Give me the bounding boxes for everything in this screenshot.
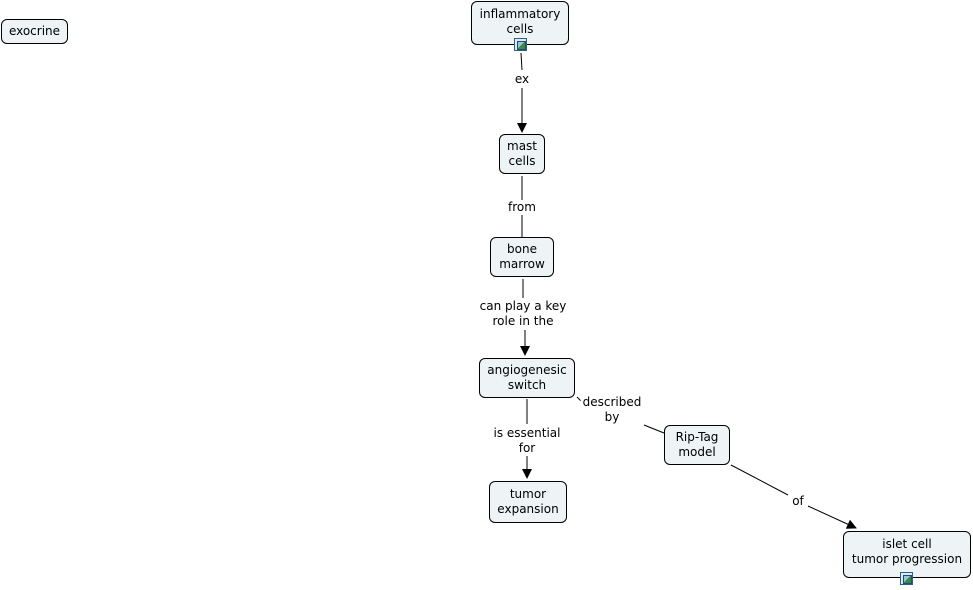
link-label-from: from — [506, 200, 538, 215]
line-described-to-riptag — [643, 424, 665, 434]
node-inflammatory-cells[interactable]: inflammatory cells — [471, 1, 569, 51]
line-riptag-to-of — [730, 464, 789, 496]
node-islet-cell-tumor-progression[interactable]: islet cell tumor progression — [843, 531, 971, 585]
link-label-ex: ex — [512, 72, 532, 87]
image-icon[interactable] — [514, 38, 527, 51]
link-label-is-essential-for: is essential for — [491, 426, 563, 456]
image-icon[interactable] — [900, 572, 913, 585]
line-inflammatory-to-ex — [520, 52, 523, 71]
line-switch-to-described — [576, 396, 582, 402]
node-islet-cell-label: islet cell tumor progression — [851, 537, 963, 566]
node-exocrine[interactable]: exocrine — [1, 19, 68, 44]
node-mast-cells[interactable]: mast cells — [499, 134, 545, 174]
node-tumor-expansion[interactable]: tumor expansion — [489, 481, 567, 523]
node-rip-tag-model[interactable]: Rip-Tag model — [664, 425, 730, 465]
link-label-can-play-key-role: can play a key role in the — [477, 299, 569, 329]
node-angiogenesic-switch[interactable]: angiogenesic switch — [479, 358, 575, 398]
link-label-described-by: described by — [580, 395, 644, 425]
link-label-of: of — [790, 494, 806, 509]
node-inflammatory-cells-label: inflammatory cells — [479, 7, 561, 36]
node-bone-marrow[interactable]: bone marrow — [490, 237, 554, 277]
line-of-to-islet — [807, 505, 857, 529]
